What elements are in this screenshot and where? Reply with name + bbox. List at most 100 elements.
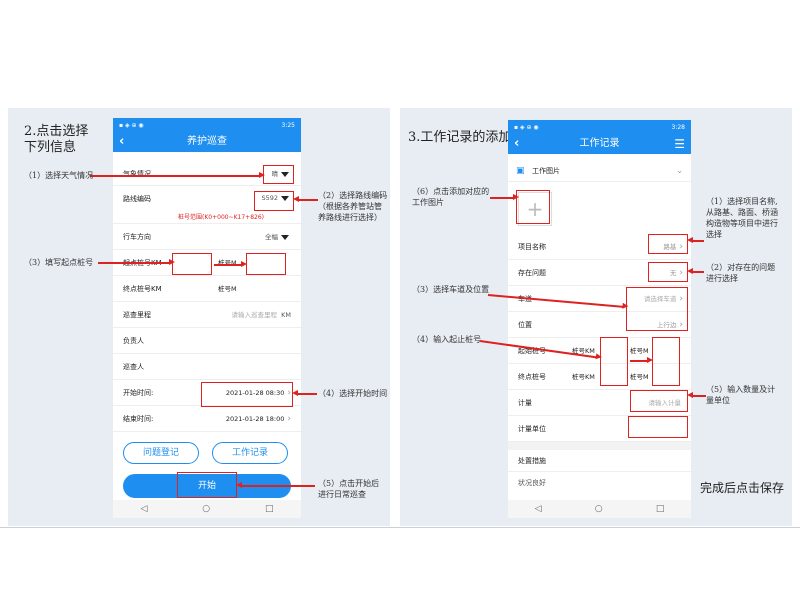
issue-row[interactable]: 存在问题 无› [508,260,691,286]
chevron-right-icon: › [287,414,291,424]
issue-register-button[interactable]: 问题登记 [123,442,199,464]
start-stake-row: 起始桩号 桩号KM 桩号M [508,338,691,364]
nav-recent-icon[interactable]: □ [655,504,665,514]
title-bar: ‹ 工作记录 ☰ [508,134,691,154]
weather-row[interactable]: 气象情况 晴 [113,162,301,186]
end-stake-label: 终点桩号 [518,373,546,381]
end-m-label: 桩号M [630,373,649,381]
unit-label: 计量单位 [518,425,546,433]
left-phone-screen: ▪ ◈ ⊕ ◉ 3:25 ‹ 养护巡查 气象情况 晴 路线编码 S592 桩号范… [113,118,301,518]
leader-label: 负责人 [123,337,144,345]
note-start-time: （4）选择开始时间 [318,389,388,398]
issue-label: 存在问题 [518,269,546,277]
nav-back-icon[interactable]: ◁ [534,504,542,514]
arrow-start-time [292,390,317,396]
project-row[interactable]: 项目名称 路基› [508,234,691,260]
add-photo-highlight [516,190,550,224]
inspector-row[interactable]: 巡查人 [113,354,301,380]
status-time: 3:25 [281,121,295,129]
mileage-unit: KM [281,311,291,319]
chevron-down-icon[interactable]: ⌄ [676,166,683,175]
chevron-right-icon: › [679,294,683,304]
end-time-picker[interactable]: 2021-01-28 18:00› [226,406,291,432]
quantity-input[interactable]: 请输入计量 [648,399,682,407]
arrow-stake-m [630,357,653,363]
note-project-line4: 选择 [706,230,722,239]
start-m-label: 桩号M [218,259,237,267]
leader-row[interactable]: 负责人 [113,328,301,354]
note-quantity: （5）输入数量及计 量单位 [706,384,775,406]
start-time-picker[interactable]: 2021-01-28 08:30› [226,380,291,406]
nav-home-icon[interactable]: ○ [594,504,603,514]
position-label: 位置 [518,321,532,329]
start-time-highlight [201,382,293,407]
weather-highlight [263,165,294,184]
work-record-button[interactable]: 工作记录 [212,442,288,464]
end-time-value: 2021-01-28 18:00 [225,415,285,423]
issue-select[interactable]: 无› [670,260,683,286]
note-route-line2: （根据各养管站管 [318,202,382,211]
right-step-title: 3.工作记录的添加 [408,130,512,145]
note-start-button-line1: （5）点击开始后 [318,479,380,488]
start-button-highlight [177,472,237,498]
note-project-line2: 从路基、路面、桥涵 [706,208,778,217]
left-step-title-line2: 下列信息 [24,140,77,155]
start-km-highlight [172,253,212,275]
mileage-placeholder: 请输入巡查里程 [231,311,277,319]
note-route-line1: （2）选择路线编码 [318,191,388,200]
measures-label: 处置措施 [518,457,546,465]
position-row[interactable]: 位置 上行边› [508,312,691,338]
note-quantity-line1: （5）输入数量及计 [706,385,776,394]
dropdown-arrow-icon [281,234,289,240]
end-stake-row: 终点桩号KM 桩号M [113,276,301,302]
chevron-right-icon: › [679,320,683,330]
note-lane: （3）选择车道及位置 [412,285,490,294]
route-row[interactable]: 路线编码 S592 桩号范围(K0+000~K17+826) [113,186,301,224]
menu-icon[interactable]: ☰ [674,137,685,151]
measures-value: 状况良好 [518,479,546,487]
back-icon[interactable]: ‹ [514,136,520,151]
route-select[interactable]: S592 [261,194,289,202]
dropdown-arrow-icon [281,171,289,177]
route-value: S592 [261,194,278,202]
page-title: 工作记录 [579,138,620,149]
start-km-highlight [600,337,628,386]
divider [0,527,800,528]
nav-home-icon[interactable]: ○ [202,504,211,514]
project-label: 项目名称 [518,243,546,251]
unit-row[interactable]: 计量单位 [508,416,691,442]
lane-row[interactable]: 车道 请选择车道› [508,286,691,312]
right-phone-screen: ▪ ◈ ⊕ ◉ 3:28 ‹ 工作记录 ☰ ▣ 工作图片 ⌄ + 项目名称 路基… [508,120,691,518]
quantity-row[interactable]: 计量 请输入计量 [508,390,691,416]
image-icon: ▣ [516,166,525,176]
status-time: 3:28 [671,123,685,131]
dropdown-arrow-icon [281,195,289,201]
start-time-value: 2021-01-28 08:30 [225,389,285,397]
back-icon[interactable]: ‹ [119,134,125,149]
chevron-right-icon: › [287,388,291,398]
mileage-input[interactable]: 请输入巡查里程 KM [231,302,291,328]
note-stake: （4）输入起止桩号 [412,335,482,344]
position-select[interactable]: 上行边› [657,312,683,338]
photo-section-header[interactable]: ▣ 工作图片 ⌄ [508,160,691,182]
arrow-route [293,196,318,202]
arrow-quantity [687,392,706,398]
add-photo-button[interactable]: + [518,192,552,226]
lane-position-highlight [626,287,688,331]
direction-row[interactable]: 行车方向 全幅 [113,224,301,250]
measures-row[interactable]: 状况良好 [508,472,691,494]
nav-back-icon[interactable]: ◁ [140,504,148,514]
start-m-highlight [246,253,286,275]
weather-select[interactable]: 晴 [272,162,289,186]
direction-select[interactable]: 全幅 [265,224,289,250]
note-issue-line2: 进行选择 [706,274,738,283]
mileage-row[interactable]: 巡查里程 请输入巡查里程 KM [113,302,301,328]
page-title: 养护巡查 [187,136,227,147]
project-select[interactable]: 路基› [663,234,683,260]
nav-recent-icon[interactable]: □ [265,504,274,514]
start-time-row[interactable]: 开始时间: 2021-01-28 08:30› [113,380,301,406]
note-project-line3: 构造物等项目中进行 [706,219,778,228]
lane-select[interactable]: 请选择车道› [644,286,683,312]
end-time-row[interactable]: 结束时间: 2021-01-28 18:00› [113,406,301,432]
position-value: 上行边 [656,321,677,329]
